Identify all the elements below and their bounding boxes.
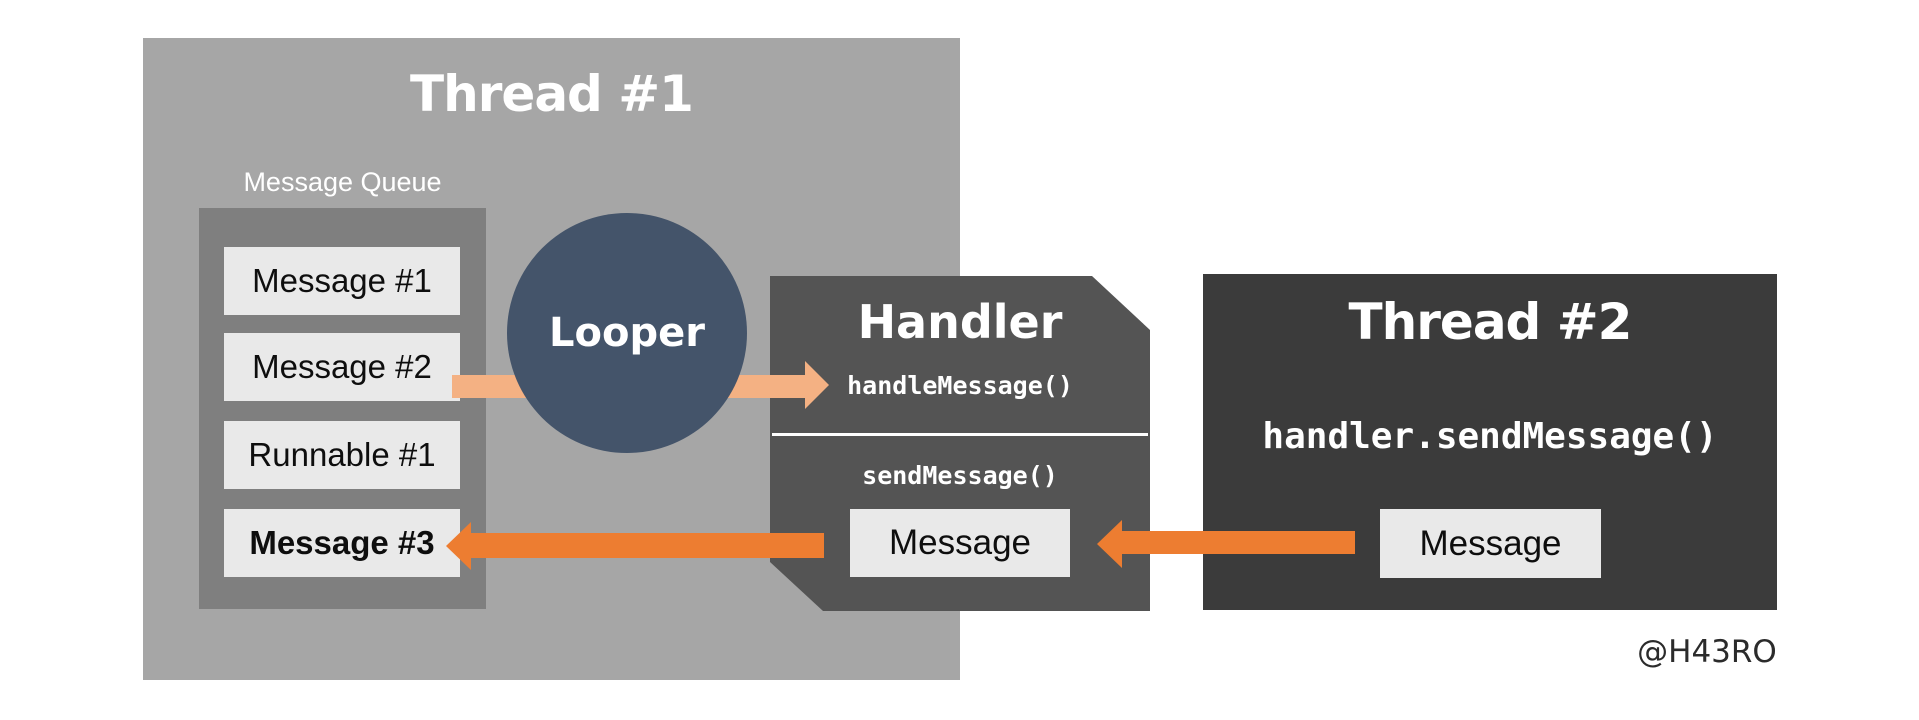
handle-message-label: handleMessage() bbox=[847, 371, 1073, 400]
thread2-box: Thread #2 handler.sendMessage() Message bbox=[1203, 274, 1777, 610]
handler-to-queue-arrow-shaft bbox=[470, 533, 824, 558]
message-queue-box: Message #1 Message #2 Runnable #1 Messag… bbox=[199, 208, 486, 609]
thread2-title: Thread #2 bbox=[1348, 293, 1633, 351]
queue-item-runnable-1: Runnable #1 bbox=[224, 421, 460, 489]
handler-divider bbox=[772, 433, 1148, 436]
handler-box: Handler handleMessage() sendMessage() Me… bbox=[770, 276, 1150, 611]
handler-send-message-code: handler.sendMessage() bbox=[1262, 416, 1718, 457]
looper-label: Looper bbox=[549, 310, 705, 356]
thread2-to-handler-arrow-shaft bbox=[1122, 531, 1355, 554]
looper-to-handler-arrow-head bbox=[805, 361, 829, 409]
handler-title: Handler bbox=[857, 295, 1063, 349]
thread2-to-handler-arrow-head bbox=[1097, 520, 1122, 568]
handler-message-chip: Message bbox=[850, 509, 1070, 577]
queue-item-message-1: Message #1 bbox=[224, 247, 460, 315]
queue-item-message-2: Message #2 bbox=[224, 333, 460, 401]
send-message-label: sendMessage() bbox=[862, 461, 1058, 490]
handler-to-queue-arrow-head bbox=[446, 522, 471, 570]
thread2-message-chip: Message bbox=[1380, 509, 1601, 578]
looper-circle: Looper bbox=[507, 213, 747, 453]
thread1-title: Thread #1 bbox=[410, 65, 694, 123]
message-queue-label: Message Queue bbox=[243, 167, 442, 197]
watermark: @H43RO bbox=[1637, 634, 1777, 670]
queue-item-message-3: Message #3 bbox=[224, 509, 460, 577]
